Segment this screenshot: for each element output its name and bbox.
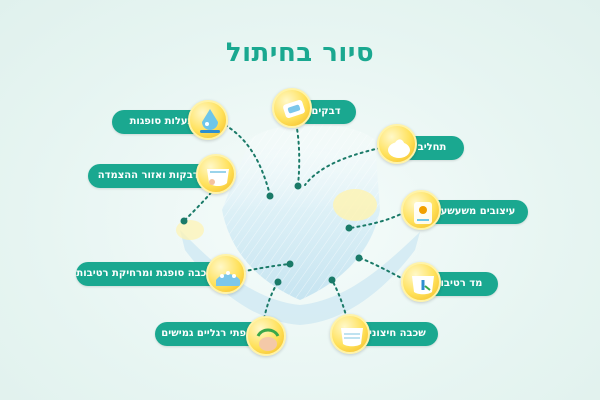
- waistband-icon: [196, 154, 236, 194]
- prints-icon: [401, 190, 441, 230]
- page-title: סיור בחיתול: [225, 38, 375, 68]
- tabs-icon: [272, 88, 312, 128]
- feature-label-dryness: שכבה סופגת ומרחיקת רטיבות: [76, 262, 226, 286]
- dryness-icon: [206, 254, 246, 294]
- connector-dots: [180, 182, 363, 286]
- diaper-body: [176, 124, 420, 325]
- leg-cuffs-icon: [246, 316, 286, 356]
- wetness-indicator-icon: [401, 262, 441, 302]
- lotion-icon: [377, 124, 417, 164]
- sleeve-icon: [188, 100, 228, 140]
- outer-layer-icon: [330, 314, 370, 354]
